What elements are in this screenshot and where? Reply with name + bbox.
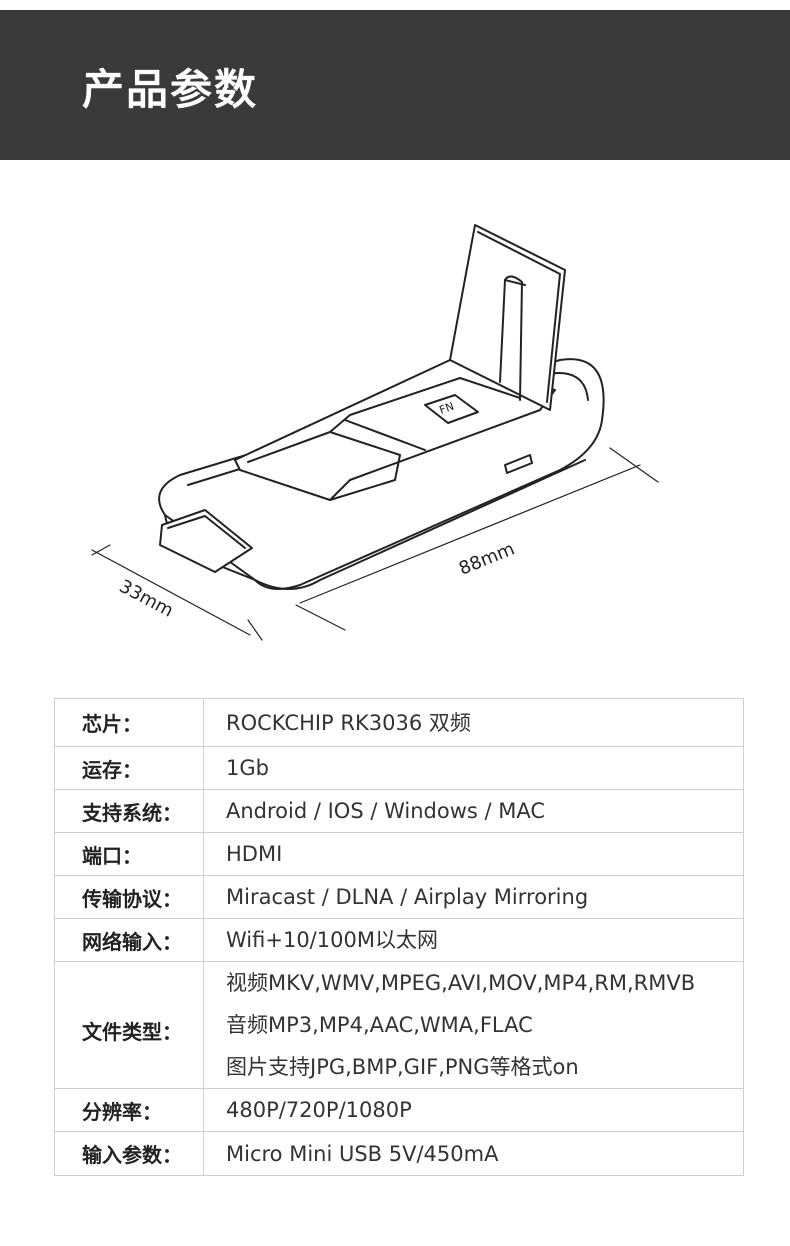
spec-value: Miracast / DLNA / Airplay Mirroring [203, 875, 744, 919]
spec-row-resolution: 分辨率： 480P/720P/1080P [54, 1088, 744, 1132]
spec-value: Micro Mini USB 5V/450mA [203, 1131, 744, 1176]
spec-value-line: 视频MKV,WMV,MPEG,AVI,MOV,MP4,RM,RMVB [226, 971, 696, 995]
spec-value-line: 1Gb [226, 756, 269, 780]
product-illustration: FN 88mm 33mm [0, 170, 790, 690]
spec-label: 支持系统： [54, 789, 204, 833]
spec-row-os: 支持系统： Android / IOS / Windows / MAC [54, 789, 744, 833]
spec-label: 传输协议： [54, 875, 204, 919]
spec-value: 480P/720P/1080P [203, 1088, 744, 1132]
spec-value: Android / IOS / Windows / MAC [203, 789, 744, 833]
spec-value-line: Wifi+10/100M以太网 [226, 928, 438, 952]
header-band [0, 10, 790, 160]
spec-value: ROCKCHIP RK3036 双频 [203, 698, 744, 747]
spec-row-memory: 运存： 1Gb [54, 746, 744, 790]
spec-label: 运存： [54, 746, 204, 790]
spec-row-chip: 芯片： ROCKCHIP RK3036 双频 [54, 698, 744, 747]
spec-label: 网络输入： [54, 918, 204, 962]
spec-label: 文件类型： [54, 961, 204, 1089]
spec-value-line: ROCKCHIP RK3036 双频 [226, 710, 471, 735]
spec-row-protocol: 传输协议： Miracast / DLNA / Airplay Mirrorin… [54, 875, 744, 919]
spec-value-line: Micro Mini USB 5V/450mA [226, 1141, 499, 1166]
spec-value: HDMI [203, 832, 744, 876]
spec-row-file-types: 文件类型： 视频MKV,WMV,MPEG,AVI,MOV,MP4,RM,RMVB… [54, 961, 744, 1089]
fn-button-label: FN [438, 400, 456, 417]
spec-row-network: 网络输入： Wifi+10/100M以太网 [54, 918, 744, 962]
spec-label: 分辨率： [54, 1088, 204, 1132]
width-dimension-label: 33mm [116, 576, 177, 622]
spec-value: Wifi+10/100M以太网 [203, 918, 744, 962]
length-dimension-label: 88mm [456, 538, 518, 579]
spec-label: 输入参数： [54, 1131, 204, 1176]
spec-value-line: HDMI [226, 842, 283, 866]
spec-value: 1Gb [203, 746, 744, 790]
spec-value-line: Android / IOS / Windows / MAC [226, 799, 546, 823]
spec-table: 芯片： ROCKCHIP RK3036 双频 运存： 1Gb 支持系统： And… [54, 698, 744, 1176]
page-title: 产品参数 [82, 65, 259, 114]
spec-value: 视频MKV,WMV,MPEG,AVI,MOV,MP4,RM,RMVB 音频MP3… [203, 961, 744, 1089]
dongle-line-drawing: FN 88mm 33mm [91, 224, 659, 641]
spec-value-line: Miracast / DLNA / Airplay Mirroring [226, 885, 589, 909]
spec-label: 端口： [54, 832, 204, 876]
spec-value-line: 480P/720P/1080P [226, 1098, 412, 1122]
spec-row-port: 端口： HDMI [54, 832, 744, 876]
spec-value-line: 音频MP3,MP4,AAC,WMA,FLAC [226, 1013, 533, 1037]
spec-label: 芯片： [54, 698, 204, 747]
spec-value-line: 图片支持JPG,BMP,GIF,PNG等格式on [226, 1055, 579, 1079]
spec-row-input: 输入参数： Micro Mini USB 5V/450mA [54, 1131, 744, 1176]
